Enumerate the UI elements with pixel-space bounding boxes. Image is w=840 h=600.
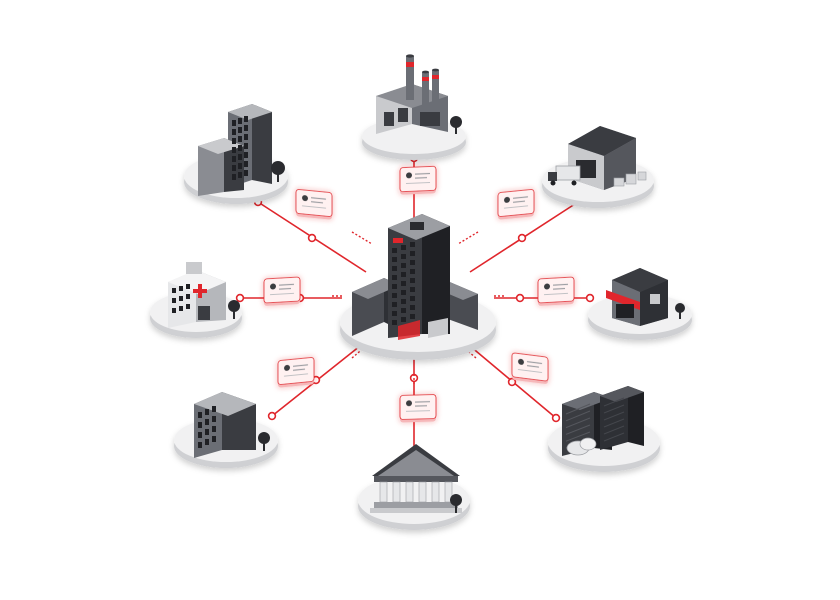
link-node-warehouse-1	[517, 233, 527, 243]
info-cards	[263, 165, 575, 423]
dashboard-icon	[270, 283, 294, 296]
bar-chart-icon	[302, 195, 326, 209]
info-card-retail-store	[537, 276, 575, 306]
info-card-branch-office	[277, 357, 315, 388]
server-rack-icon	[562, 386, 644, 456]
buildings	[168, 54, 685, 513]
info-card-hospital	[263, 276, 301, 306]
office-block-icon	[194, 392, 270, 458]
info-card-office-towers	[295, 189, 333, 220]
info-card-data-center	[511, 352, 549, 384]
link-node-data-center-0	[551, 413, 561, 423]
link-node-retail-store-0	[585, 293, 595, 303]
link-node-branch-office-0	[267, 411, 277, 421]
code-icon	[518, 358, 542, 374]
document-icon	[406, 400, 430, 412]
hospital-icon	[168, 262, 240, 328]
hub-headquarters	[340, 214, 496, 360]
link-node-office-towers-1	[307, 233, 317, 243]
office-tower-icon	[352, 214, 478, 340]
link-node-hospital-0	[235, 293, 245, 303]
office-towers-icon	[198, 104, 285, 196]
link-dash-1	[457, 231, 479, 245]
cloud-sync-icon	[504, 196, 528, 209]
factory-icon	[376, 54, 462, 134]
link-node-data-center-1	[507, 377, 517, 387]
user-profile-icon	[406, 172, 430, 185]
link-node-retail-store-1	[515, 293, 525, 303]
cloud-sync-icon	[544, 283, 568, 296]
info-card-factory	[399, 165, 437, 195]
warehouse-icon	[548, 126, 647, 190]
gear-icon	[284, 364, 308, 377]
info-card-warehouse	[497, 189, 535, 220]
store-icon	[606, 268, 685, 326]
bank-icon	[370, 444, 462, 513]
link-dash-4	[351, 345, 367, 359]
link-dash-0	[351, 231, 373, 245]
info-card-bank	[399, 394, 437, 423]
